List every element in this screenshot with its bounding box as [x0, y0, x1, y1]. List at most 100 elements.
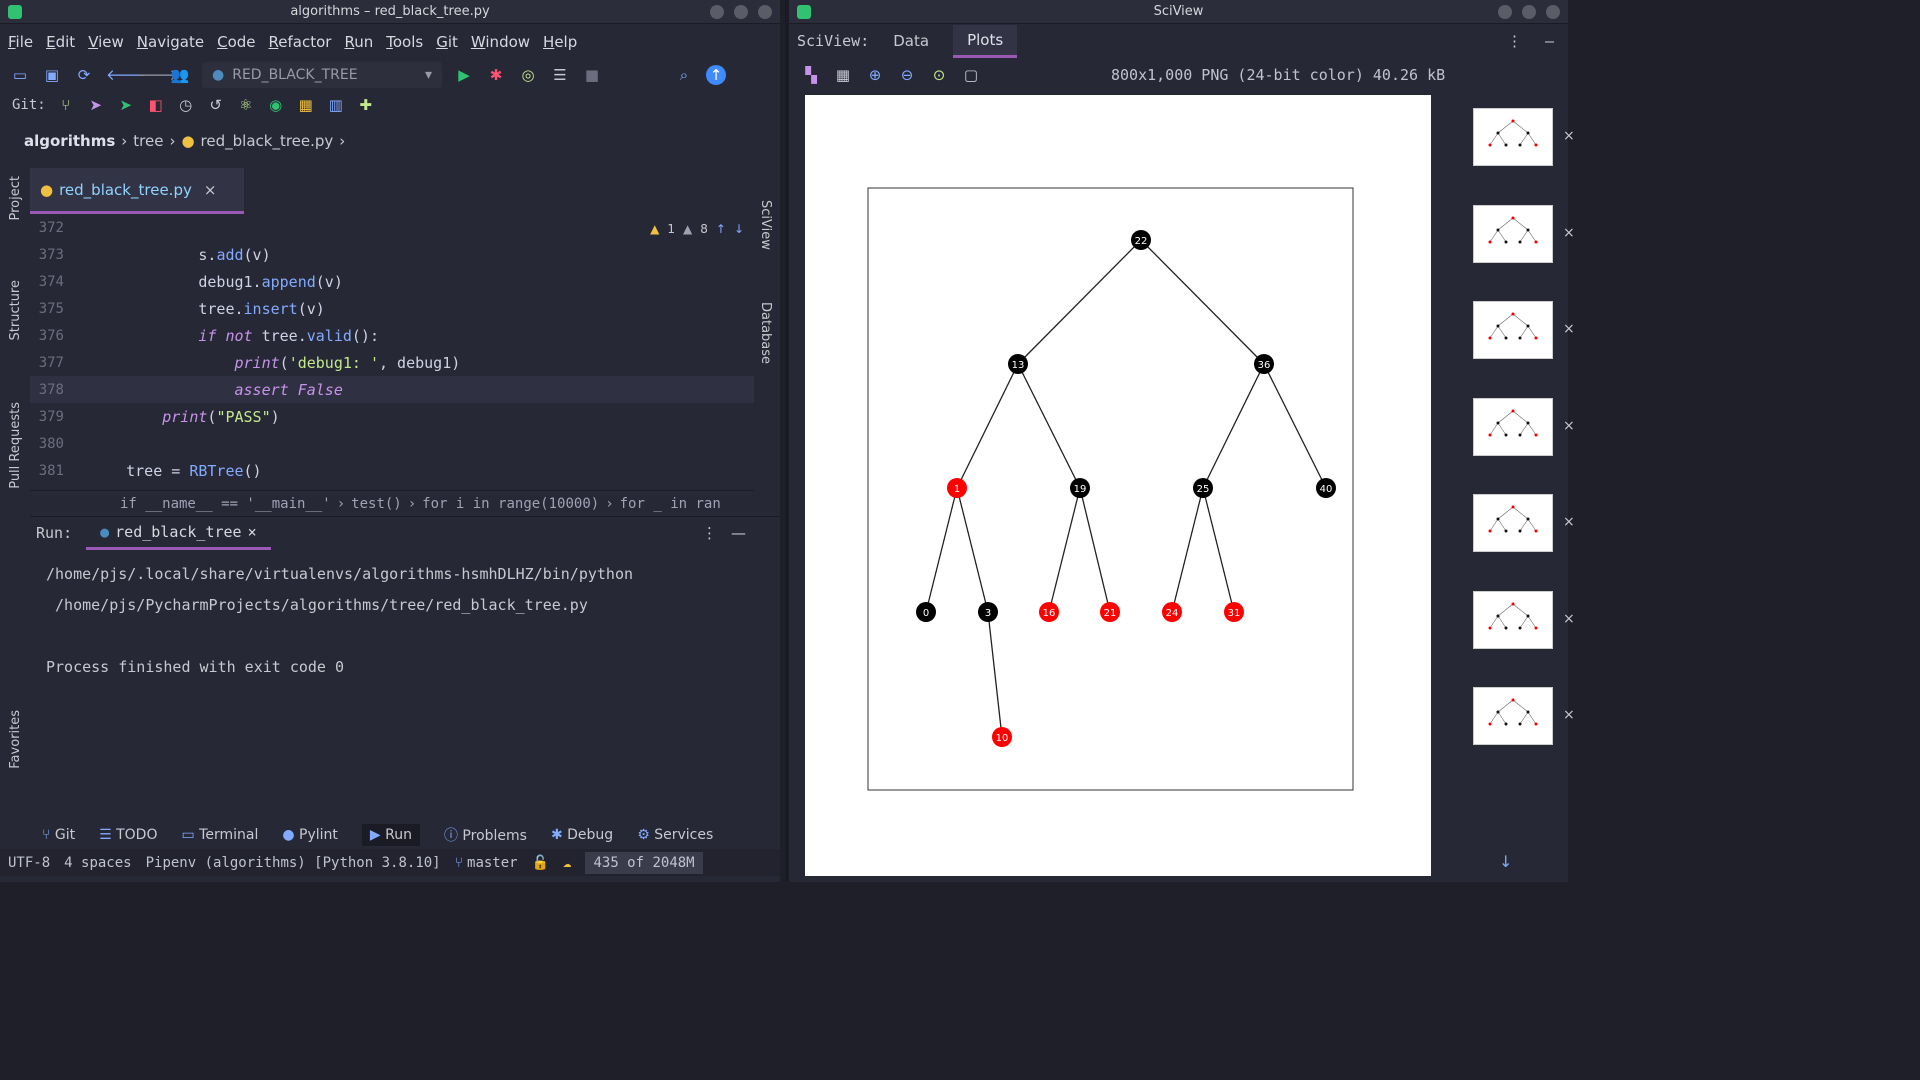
- plot-thumbnail[interactable]: [1473, 204, 1553, 263]
- close-icon[interactable]: ×: [203, 180, 217, 199]
- scope-crumb[interactable]: for i in range(10000): [422, 495, 600, 512]
- open-folder-icon[interactable]: ▭: [12, 66, 28, 84]
- search-icon[interactable]: ⌕: [679, 66, 689, 84]
- tab-plots[interactable]: Plots: [953, 24, 1018, 58]
- menu-item-run[interactable]: Run: [344, 33, 374, 51]
- minimize-icon[interactable]: —: [731, 524, 746, 542]
- encoding-status[interactable]: UTF-8: [8, 854, 51, 871]
- close-button[interactable]: [1546, 5, 1560, 19]
- minimize-button[interactable]: [710, 5, 724, 19]
- run-icon[interactable]: ▶: [458, 66, 470, 84]
- menu-item-tools[interactable]: Tools: [386, 33, 424, 51]
- tool-tab-run[interactable]: ▶ Run: [361, 824, 420, 846]
- code-line[interactable]: 374 debug1.append(v): [30, 268, 754, 295]
- breadcrumb-file[interactable]: red_black_tree.py: [200, 132, 334, 150]
- menu-item-navigate[interactable]: Navigate: [136, 33, 205, 51]
- minimize-button[interactable]: [1498, 5, 1512, 19]
- sciview-tab[interactable]: SciView: [758, 200, 773, 250]
- coverage-icon[interactable]: ◎: [521, 66, 535, 84]
- toggle-thumbnails-icon[interactable]: ▚: [805, 66, 817, 84]
- scroll-down-icon[interactable]: ↓: [1499, 852, 1513, 871]
- lock-icon[interactable]: 🔓: [531, 854, 550, 871]
- plot-thumbnail[interactable]: [1473, 397, 1553, 456]
- tool-tab-services[interactable]: ⚙ Services: [637, 827, 713, 843]
- run-configuration-select[interactable]: ● RED_BLACK_TREE ▾: [202, 62, 442, 88]
- git-compare-icon[interactable]: ◧: [148, 96, 163, 114]
- git-branch-status[interactable]: master: [467, 854, 518, 871]
- stop-icon[interactable]: ■: [584, 66, 600, 84]
- close-icon[interactable]: ×: [1563, 707, 1575, 723]
- react-icon[interactable]: ⚛: [238, 96, 253, 114]
- run-more-icon[interactable]: ☰: [553, 66, 567, 84]
- inspection-widget[interactable]: ▲1 ▲8 ↑ ↓: [650, 222, 744, 236]
- back-icon[interactable]: 🡐: [106, 66, 147, 84]
- plot-thumbnail[interactable]: [1473, 590, 1553, 649]
- scope-crumb[interactable]: if __name__ == '__main__': [120, 495, 331, 512]
- users-icon[interactable]: 👥: [170, 66, 190, 84]
- menu-item-view[interactable]: View: [88, 33, 124, 51]
- more-options-icon[interactable]: ⋮: [702, 524, 717, 542]
- git-push-icon[interactable]: ➤: [89, 96, 102, 114]
- menu-item-file[interactable]: File: [8, 33, 34, 51]
- menu-item-help[interactable]: Help: [543, 33, 578, 51]
- more-options-icon[interactable]: ⋮: [1507, 32, 1522, 50]
- update-icon[interactable]: ↑: [706, 65, 726, 85]
- zoom-in-icon[interactable]: ⊕: [868, 66, 882, 84]
- close-icon[interactable]: ×: [1563, 321, 1575, 337]
- code-line[interactable]: 377 print('debug1: ', debug1): [30, 349, 754, 376]
- tool-tab-todo[interactable]: ☰ TODO: [99, 827, 157, 843]
- minimize-icon[interactable]: —: [1544, 32, 1554, 50]
- tab-data[interactable]: Data: [893, 32, 930, 50]
- favorites-tab[interactable]: Favorites: [8, 710, 23, 769]
- debug-icon[interactable]: ✱: [489, 66, 503, 84]
- git-fetch-icon[interactable]: ⑂: [61, 96, 71, 114]
- git-commit-icon[interactable]: ➤: [119, 96, 132, 114]
- code-line[interactable]: 376 if not tree.valid():: [30, 322, 754, 349]
- actual-size-icon[interactable]: ⊙: [932, 66, 946, 84]
- plot-thumbnail[interactable]: [1473, 108, 1553, 166]
- plot-thumbnail[interactable]: [1473, 687, 1553, 745]
- record-icon[interactable]: ◉: [269, 96, 283, 114]
- tool-window-icon[interactable]: ▥: [328, 96, 343, 114]
- git-rollback-icon[interactable]: ↺: [209, 96, 222, 114]
- layout-icon[interactable]: ▦: [298, 96, 313, 114]
- maximize-button[interactable]: [734, 5, 748, 19]
- code-line[interactable]: 381 tree = RBTree(): [30, 457, 754, 484]
- cloud-icon[interactable]: ☁: [563, 854, 572, 871]
- tool-tab-problems[interactable]: ⓘ Problems: [444, 825, 527, 845]
- scope-crumb[interactable]: for _ in ran: [619, 495, 721, 512]
- close-icon[interactable]: ×: [1563, 610, 1575, 627]
- plot-thumbnail[interactable]: [1473, 301, 1553, 359]
- plot-thumbnail[interactable]: [1473, 494, 1553, 552]
- tool-tab-pylint[interactable]: ● Pylint: [282, 827, 338, 843]
- close-icon[interactable]: ×: [1563, 417, 1575, 434]
- run-tab[interactable]: ● red_black_tree ×: [86, 517, 271, 550]
- indent-status[interactable]: 4 spaces: [64, 854, 132, 871]
- code-line[interactable]: 373 s.add(v): [30, 241, 754, 268]
- close-icon[interactable]: ×: [1563, 514, 1575, 530]
- database-tab[interactable]: Database: [758, 302, 773, 365]
- pull-requests-tab[interactable]: Pull Requests: [8, 402, 23, 489]
- menu-item-git[interactable]: Git: [436, 33, 458, 51]
- close-icon[interactable]: ×: [1563, 128, 1575, 144]
- maximize-button[interactable]: [1522, 5, 1536, 19]
- plugin-icon[interactable]: ✚: [359, 96, 372, 114]
- zoom-out-icon[interactable]: ⊖: [900, 66, 914, 84]
- editor-tab[interactable]: ● red_black_tree.py ×: [30, 168, 244, 214]
- git-history-icon[interactable]: ◷: [179, 96, 193, 114]
- save-icon[interactable]: ▣: [44, 66, 60, 84]
- code-line[interactable]: 372: [30, 214, 754, 241]
- close-icon[interactable]: ×: [247, 522, 257, 541]
- arrow-up-icon[interactable]: ↑: [715, 222, 726, 236]
- memory-indicator[interactable]: 435 of 2048M: [585, 851, 703, 874]
- interpreter-status[interactable]: Pipenv (algorithms) [Python 3.8.10]: [145, 854, 441, 871]
- grid-icon[interactable]: ▦: [835, 66, 851, 84]
- tool-tab-debug[interactable]: ✱ Debug: [551, 827, 613, 843]
- tool-tab-git[interactable]: ⑂ Git: [42, 827, 75, 843]
- close-icon[interactable]: ×: [1563, 224, 1575, 241]
- run-console[interactable]: /home/pjs/.local/share/virtualenvs/algor…: [30, 549, 780, 693]
- breadcrumb-folder[interactable]: tree: [133, 132, 164, 150]
- breadcrumb-project[interactable]: algorithms: [24, 132, 116, 150]
